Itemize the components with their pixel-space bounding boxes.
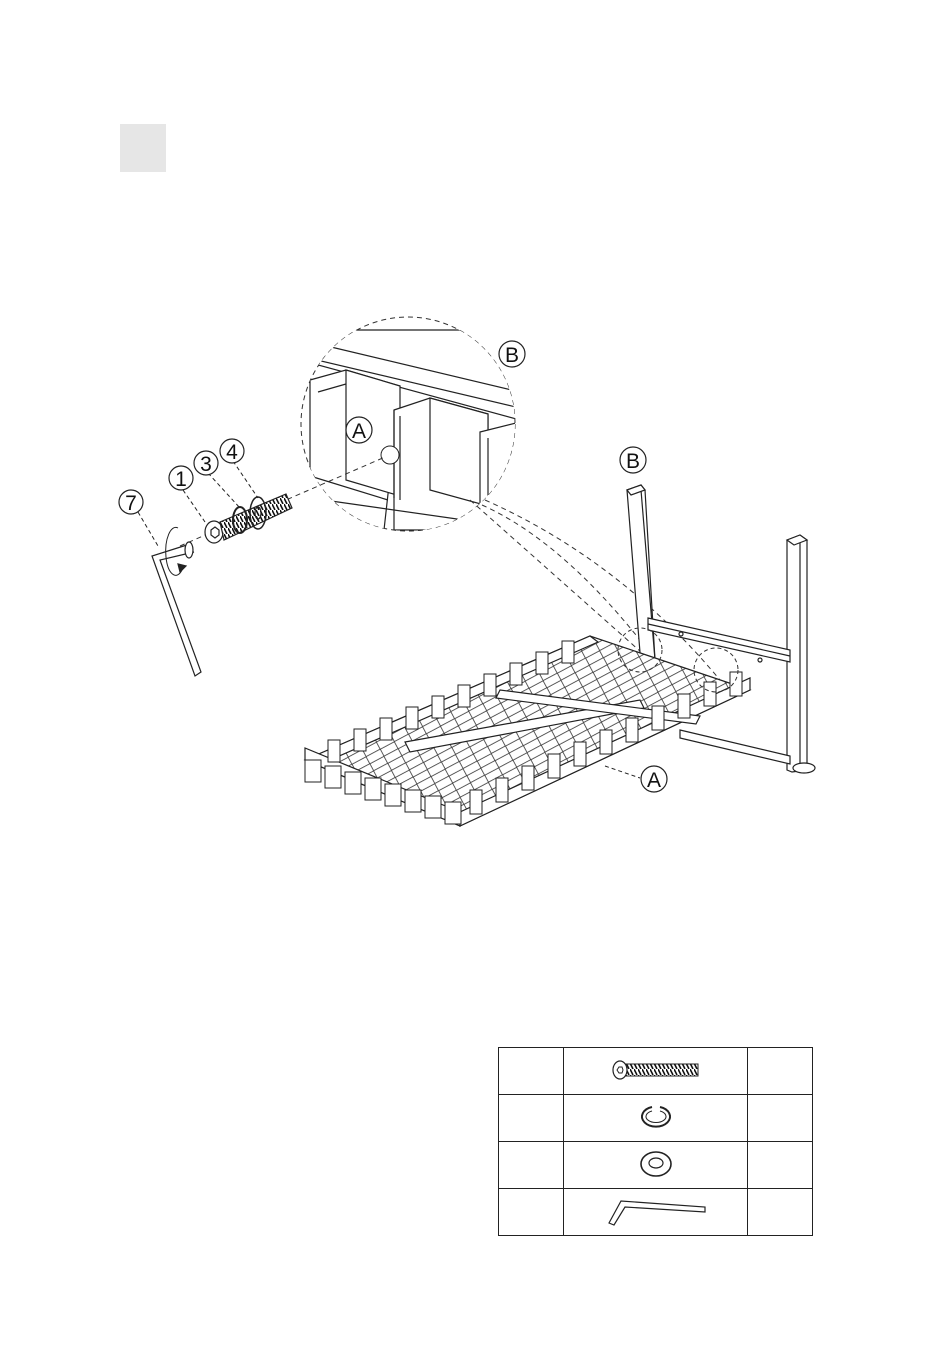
bolt-icon [205,494,292,543]
spring-washer-icon [636,1102,676,1132]
part-number-cell [499,1048,564,1095]
part-number-cell [499,1189,564,1236]
part-qty-cell [748,1048,813,1095]
callout-b-detail: B [505,344,519,367]
flat-washer-icon [636,1148,676,1180]
part-image-cell [564,1189,748,1236]
table-row [499,1142,813,1189]
table-row [499,1095,813,1142]
allen-key-icon [152,527,201,676]
part-qty-cell [748,1189,813,1236]
parts-table [498,1047,813,1236]
part-number-cell [499,1095,564,1142]
part-image-cell [564,1095,748,1142]
table-row [499,1189,813,1236]
callout-b-frame: B [626,450,640,473]
callout-a-seat: A [647,769,661,792]
callout-3: 3 [200,453,212,476]
part-qty-cell [748,1142,813,1189]
callout-1: 1 [175,468,187,491]
part-number-cell [499,1142,564,1189]
table-row [499,1048,813,1095]
part-qty-cell [748,1095,813,1142]
part-image-cell [564,1048,748,1095]
callout-7: 7 [125,492,137,515]
part-image-cell [564,1142,748,1189]
allen-key-icon [601,1193,711,1229]
callout-4: 4 [226,441,238,464]
bolt-icon [606,1057,706,1083]
callout-a-detail: A [352,420,366,443]
